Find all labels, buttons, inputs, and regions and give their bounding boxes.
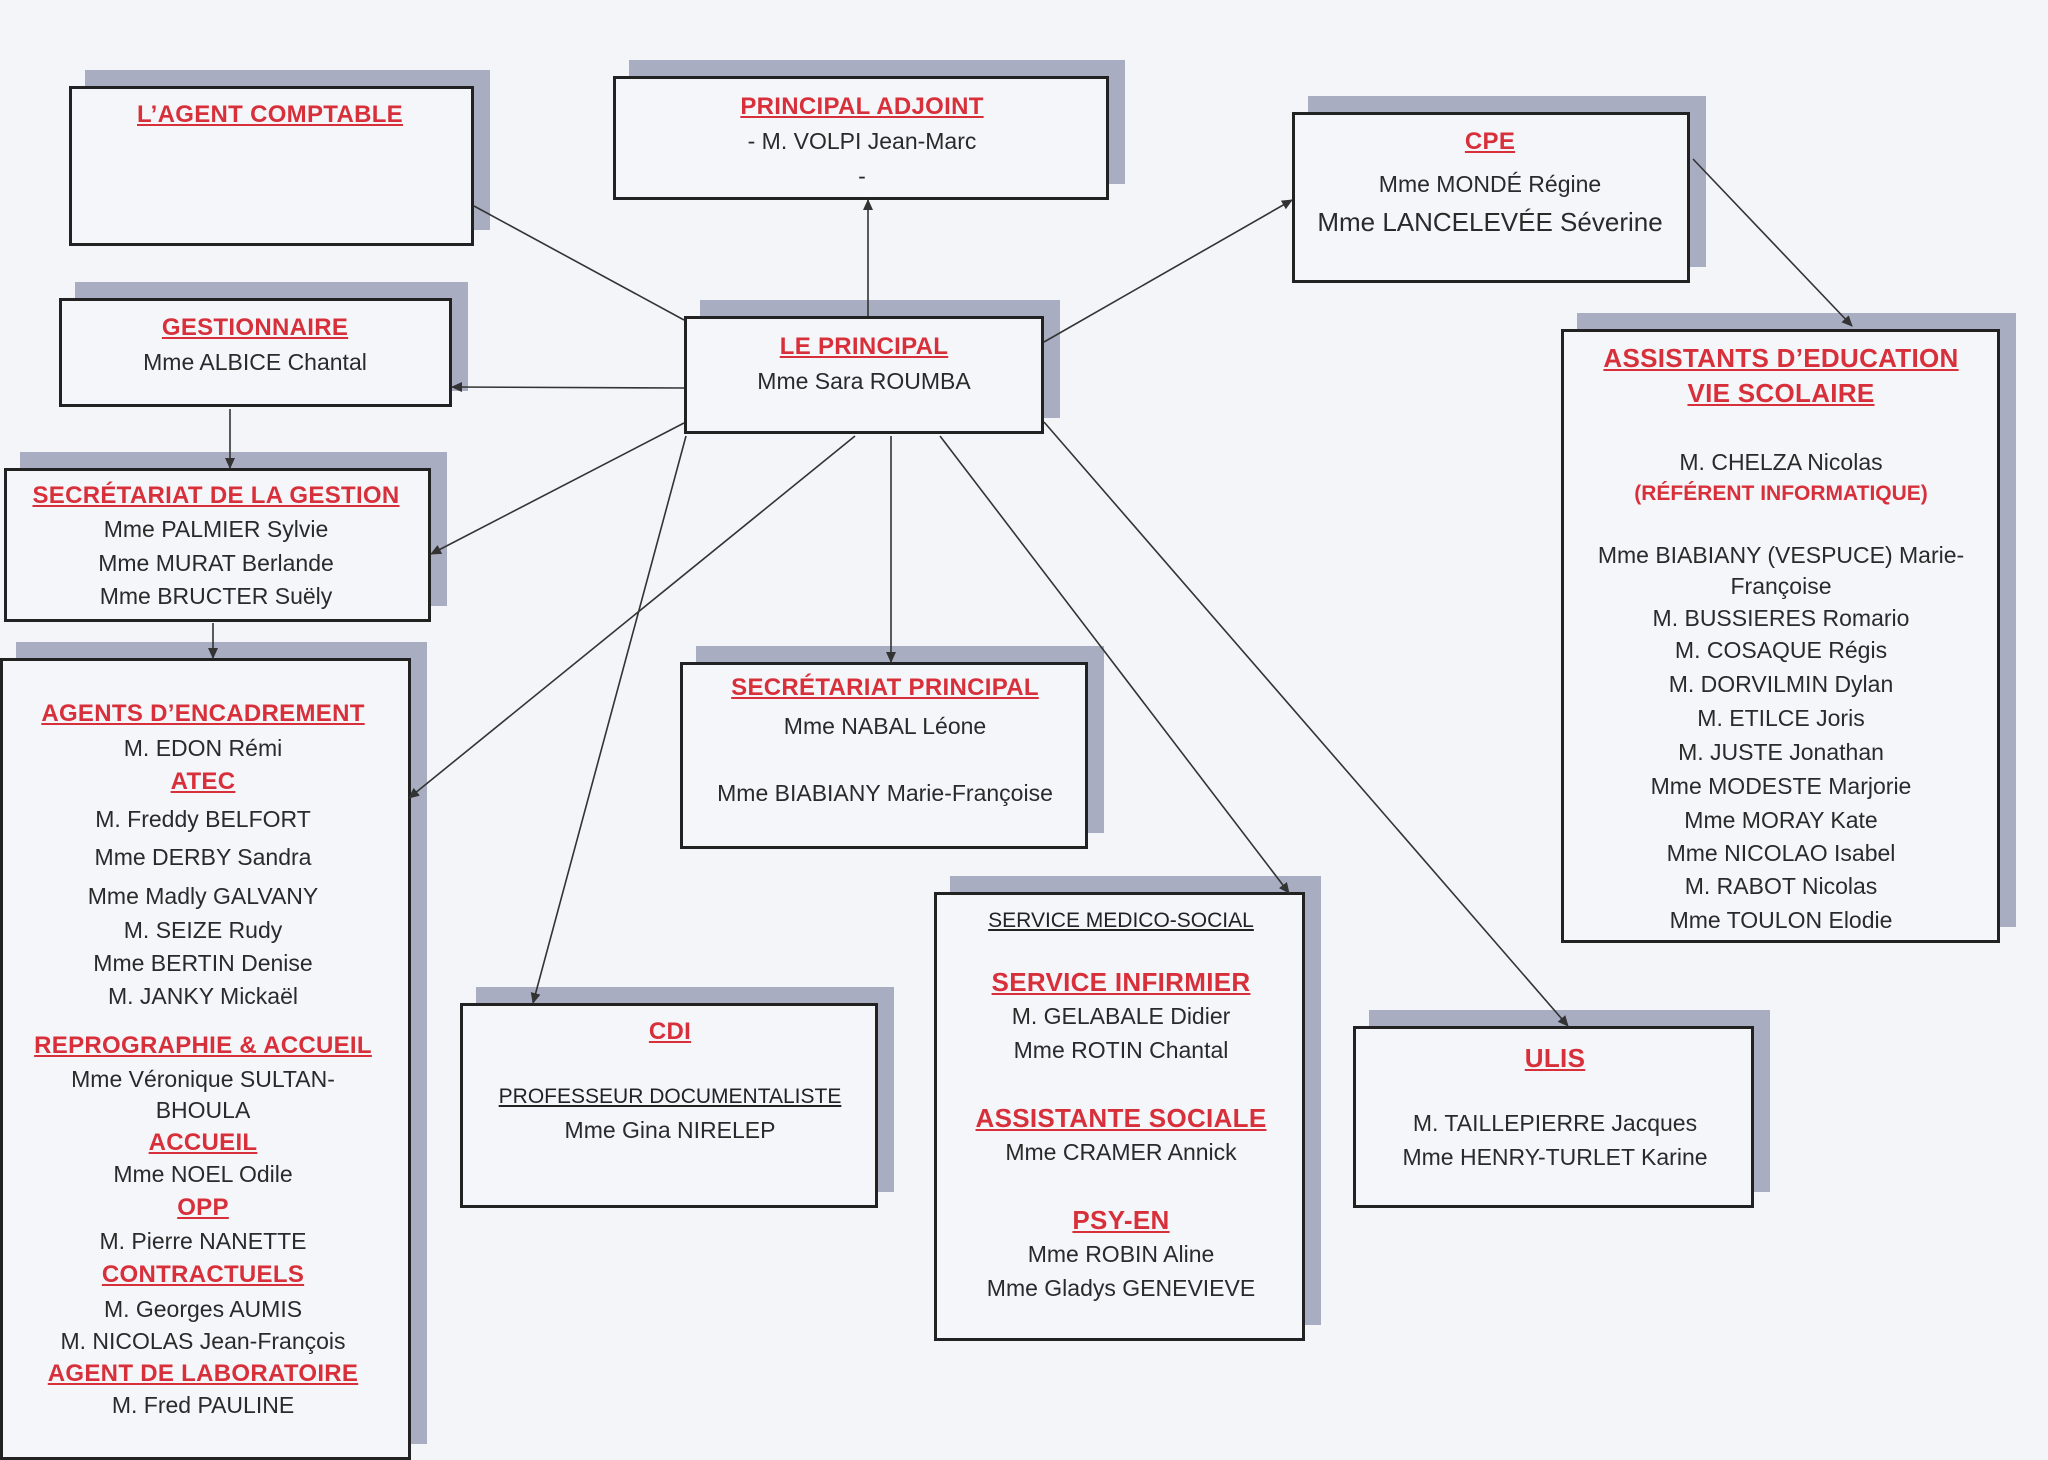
person-name: Françoise [1730, 573, 1832, 599]
section-heading: PSY-EN [1072, 1205, 1170, 1235]
person-name: M. Pierre NANETTE [99, 1228, 307, 1254]
person-name: M. RABOT Nicolas [1684, 873, 1878, 899]
person-name: Mme BIABIANY (VESPUCE) Marie- [1597, 542, 1965, 568]
section-heading: ASSISTANTE SOCIALE [975, 1103, 1267, 1133]
person-name: M. Georges AUMIS [103, 1296, 303, 1322]
box-agents [0, 658, 411, 1460]
person-name: Mme LANCELEVÉE Séverine [1317, 207, 1663, 237]
section-heading: ACCUEIL [148, 1129, 258, 1156]
box-secretariat-gestion [4, 468, 431, 622]
section-heading: SERVICE MEDICO-SOCIAL [988, 909, 1254, 932]
person-name: Mme MURAT Berlande [98, 550, 334, 576]
person-name: Mme BIABIANY Marie-Françoise [717, 780, 1053, 806]
person-name: M. TAILLEPIERRE Jacques [1412, 1110, 1698, 1136]
box-gestionnaire [59, 298, 452, 407]
box-principal [684, 316, 1044, 434]
person-name: Mme ROBIN Aline [1027, 1241, 1215, 1267]
person-name: Mme ALBICE Chantal [143, 349, 367, 375]
person-name: Mme MONDÉ Régine [1378, 171, 1602, 197]
box-ulis [1353, 1026, 1754, 1208]
person-name: Mme TOULON Elodie [1669, 907, 1893, 933]
person-name: M. EDON Rémi [123, 735, 283, 761]
section-heading: ATEC [170, 768, 236, 795]
connector-arrow [1043, 199, 1293, 343]
section-heading: VIE SCOLAIRE [1687, 378, 1875, 408]
person-name: Mme MORAY Kate [1684, 807, 1878, 833]
connector-arrow [430, 422, 685, 555]
section-heading: CDI [648, 1018, 692, 1045]
person-name: - M. VOLPI Jean-Marc [747, 128, 977, 154]
connector-arrow [451, 382, 685, 393]
person-name: Mme BERTIN Denise [93, 950, 313, 976]
person-name: M. Fred PAULINE [111, 1392, 295, 1418]
box-cpe [1292, 112, 1690, 283]
person-name: M. DORVILMIN Dylan [1668, 671, 1894, 697]
section-heading: SECRÉTARIAT PRINCIPAL [731, 674, 1039, 701]
section-heading: L’AGENT COMPTABLE [137, 101, 403, 128]
box-cdi [460, 1003, 878, 1208]
section-heading: REPROGRAPHIE & ACCUEIL [34, 1032, 372, 1059]
person-name: M. CHELZA Nicolas [1679, 449, 1883, 475]
person-name: Mme Gina NIRELEP [564, 1117, 776, 1143]
box-principal-adjoint [613, 76, 1109, 200]
person-name: - [858, 163, 866, 189]
person-name: M. ETILCE Joris [1697, 705, 1865, 731]
person-name: Mme NICOLAO Isabel [1666, 840, 1896, 866]
person-name: Mme Sara ROUMBA [757, 368, 971, 394]
person-name: Mme Madly GALVANY [87, 883, 319, 909]
person-name: M. NICOLAS Jean-François [60, 1328, 346, 1354]
person-name: M. JUSTE Jonathan [1678, 739, 1884, 765]
section-heading: PROFESSEUR DOCUMENTALISTE [498, 1085, 842, 1108]
section-heading: LE PRINCIPAL [779, 333, 949, 360]
connector-arrow [473, 205, 685, 321]
section-heading: SERVICE INFIRMIER [991, 967, 1251, 997]
connector-arrow [1692, 158, 1853, 327]
person-name: M. COSAQUE Régis [1674, 637, 1888, 663]
section-heading: CONTRACTUELS [101, 1261, 305, 1288]
section-heading: AGENTS D’ENCADREMENT [41, 700, 365, 727]
person-name: Mme ROTIN Chantal [1013, 1037, 1229, 1063]
person-name: Mme BRUCTER Suëly [99, 583, 333, 609]
box-assistants [1561, 329, 2000, 943]
section-heading: ULIS [1524, 1043, 1586, 1073]
section-heading: ASSISTANTS D’EDUCATION [1603, 343, 1959, 373]
box-agent-comptable [69, 86, 474, 246]
section-heading: PRINCIPAL ADJOINT [740, 93, 984, 120]
section-heading: (RÉFÉRENT INFORMATIQUE) [1634, 482, 1928, 505]
section-heading: OPP [177, 1194, 229, 1221]
person-name: Mme Véronique SULTAN- [71, 1066, 335, 1092]
person-name: Mme NOEL Odile [113, 1161, 293, 1187]
person-name: M. GELABALE Didier [1011, 1003, 1231, 1029]
person-name: Mme MODESTE Marjorie [1650, 773, 1912, 799]
person-name: Mme DERBY Sandra [94, 844, 312, 870]
person-name: Mme NABAL Léone [783, 713, 987, 739]
section-heading: AGENT DE LABORATOIRE [47, 1360, 359, 1387]
section-heading: GESTIONNAIRE [161, 314, 349, 341]
person-name: Mme PALMIER Sylvie [103, 516, 329, 542]
person-name: Mme HENRY-TURLET Karine [1402, 1144, 1708, 1170]
person-name: Mme CRAMER Annick [1005, 1139, 1237, 1165]
section-heading: SECRÉTARIAT DE LA GESTION [32, 482, 400, 509]
person-name: Mme Gladys GENEVIEVE [986, 1275, 1256, 1301]
person-name: M. Freddy BELFORT [95, 806, 311, 832]
connector-arrow [530, 435, 687, 1004]
person-name: M. SEIZE Rudy [123, 917, 283, 943]
person-name: BHOULA [155, 1097, 251, 1123]
section-heading: CPE [1464, 128, 1516, 155]
person-name: M. BUSSIERES Romario [1652, 605, 1910, 631]
person-name: M. JANKY Mickaël [107, 983, 299, 1009]
